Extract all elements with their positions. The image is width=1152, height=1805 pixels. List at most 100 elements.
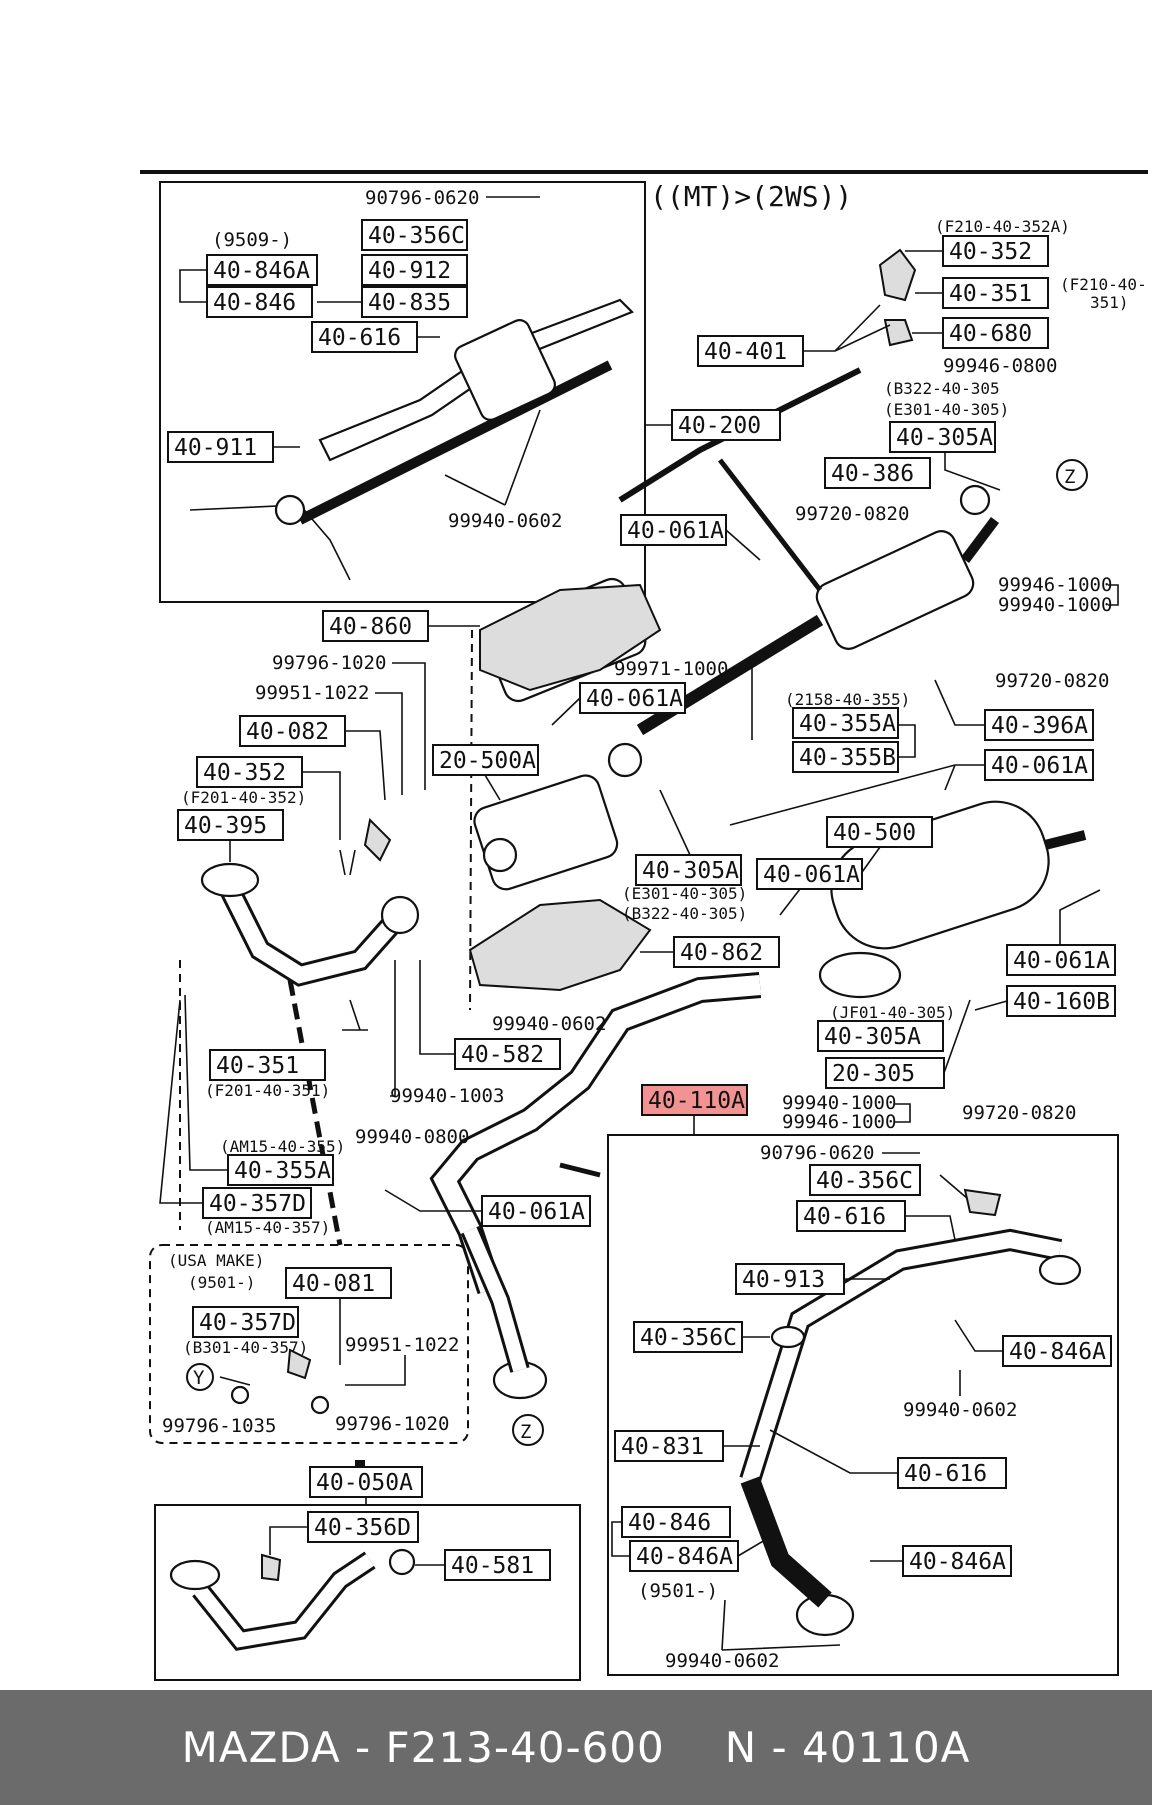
ref-Y: Y [193,1367,205,1389]
num-99796-1020-b: 99796-1020 [335,1413,449,1435]
heat-shield-860 [479,583,662,692]
part-40-352-l: 40-352 [203,760,286,786]
num-99940-1003: 99940-1003 [390,1085,504,1107]
footer-reference: N - 40110A [724,1723,971,1772]
part-40-061A-2: 40-061A [586,686,683,712]
ref-Z1: Z [1064,466,1075,488]
footer-part-number: MAZDA - F213-40-600 [181,1723,665,1772]
part-40-356C-top: 40-356C [368,223,465,249]
num-F210-352A: (F210-40-352A) [935,217,1070,236]
part-40-082: 40-082 [246,719,329,745]
num-99951-1022-a: 99951-1022 [255,682,369,704]
num-F210-351b: 351) [1090,293,1129,312]
part-40-835: 40-835 [368,290,451,316]
part-40-061A-4: 40-061A [763,862,860,888]
num-AM15-355: (AM15-40-355) [220,1137,345,1156]
num-99940-1000-a: 99940-1000 [998,594,1112,616]
front-pipe-top-inset [189,298,634,581]
num-F201-351: (F201-40-351) [205,1081,330,1100]
part-40-061A-3: 40-061A [991,753,1088,779]
part-40-911: 40-911 [174,435,257,461]
part-40-500: 40-500 [833,820,916,846]
part-40-581: 40-581 [451,1553,534,1579]
part-40-616-b1: 40-616 [803,1204,886,1230]
num-99940-1000-b: 99940-1000 [782,1092,896,1114]
inset-usa-make [149,1244,469,1444]
part-40-305A-b: 40-305A [824,1024,921,1050]
num-E301-305-tr: (E301-40-305) [884,400,1009,419]
part-40-355A-r: 40-355A [799,711,896,737]
part-40-061A-6: 40-061A [488,1199,585,1225]
inset-top-left [159,181,646,603]
part-40-582: 40-582 [461,1042,544,1068]
num-usa-make: (USA MAKE) [168,1251,264,1270]
part-40-860: 40-860 [329,614,412,640]
num-F210-351a: (F210-40- [1060,275,1147,294]
num-99946-1000-b: 99946-1000 [782,1111,896,1133]
part-40-305A-tr: 40-305A [896,425,993,451]
part-40-616-b2: 40-616 [904,1461,987,1487]
part-40-913: 40-913 [742,1267,825,1293]
part-40-356C-b2: 40-356C [640,1325,737,1351]
num-E301-305-m: (E301-40-305) [622,884,747,903]
part-40-061A-5: 40-061A [1013,948,1110,974]
hanger-bracket-parts [339,248,917,1031]
inset-bottom-right [607,1134,1119,1676]
part-40-081: 40-081 [292,1271,375,1297]
part-40-355B: 40-355B [799,745,896,771]
front-pipe-inset-bottom-left [169,1548,416,1651]
ref-Z2: Z [520,1421,531,1443]
part-40-351-l: 40-351 [216,1053,299,1079]
part-40-357D-l: 40-357D [209,1191,306,1217]
num-2158-355: (2158-40-355) [785,690,910,709]
num-99940-0602-top: 99940-0602 [448,510,562,532]
num-90796-0620-b: 90796-0620 [760,1142,874,1164]
front-pipe-left [200,862,420,987]
num-99940-0602-m: 99940-0602 [492,1013,606,1035]
part-40-050A: 40-050A [316,1470,413,1496]
part-40-355A-l: 40-355A [234,1158,331,1184]
part-40-357D-b: 40-357D [199,1310,296,1336]
part-40-846A-b1: 40-846A [1009,1339,1106,1365]
part-40-305A-m: 40-305A [642,858,739,884]
diagram-header: ((MT)>(2WS)) [650,180,852,213]
num-99946-0800: 99946-0800 [943,355,1057,377]
part-40-352-tr: 40-352 [949,239,1032,265]
num-99940-0800: 99940-0800 [355,1126,469,1148]
part-40-831: 40-831 [621,1434,704,1460]
num-99720-0820-c: 99720-0820 [962,1102,1076,1124]
inset-bottom-left [154,1504,581,1681]
num-99796-1020-a: 99796-1020 [272,652,386,674]
part-40-616-top: 40-616 [318,325,401,351]
part-40-912: 40-912 [368,258,451,284]
num-F201-352: (F201-40-352) [181,788,306,807]
footer-bar: MAZDA - F213-40-600 N - 40110A [0,1690,1152,1805]
highlight-40-110A [642,1085,747,1115]
num-B322-305-tr: (B322-40-305 [884,379,1000,398]
part-40-356D: 40-356D [314,1515,411,1541]
part-40-386: 40-386 [831,461,914,487]
part-40-401: 40-401 [704,339,787,365]
part-20-305: 20-305 [832,1061,915,1087]
heat-shield-862 [468,898,652,992]
part-40-200: 40-200 [678,413,761,439]
center-pipe-40-110A [429,972,762,1400]
num-9501-b: (9501-) [638,1580,718,1602]
part-40-351-tr: 40-351 [949,281,1032,307]
num-B322-305-m: (B322-40-305) [622,904,747,923]
num-9501-a: (9501-) [188,1273,255,1292]
center-pipe-inset-bottom-right [739,1228,1082,1637]
part-40-110A: 40-110A [648,1088,745,1114]
part-40-396A: 40-396A [991,713,1088,739]
num-B301-357: (B301-40-357) [183,1338,308,1357]
num-99940-0602-b1: 99940-0602 [903,1399,1017,1421]
num-99796-1035: 99796-1035 [162,1415,276,1437]
part-40-862: 40-862 [680,940,763,966]
num-99940-0602-b2: 99940-0602 [665,1650,779,1672]
part-40-395: 40-395 [184,813,267,839]
part-40-061A-1: 40-061A [627,518,724,544]
num-99946-1000-a: 99946-1000 [998,574,1112,596]
num-99720-0820-a: 99720-0820 [795,503,909,525]
num-99720-0820-b: 99720-0820 [995,670,1109,692]
part-20-500A: 20-500A [439,748,536,774]
